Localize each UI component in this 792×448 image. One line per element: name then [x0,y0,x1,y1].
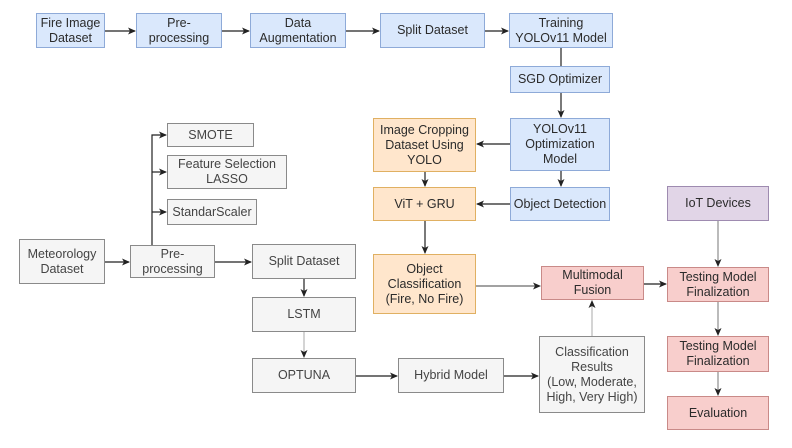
node-image-preprocessing: Pre- processing [136,13,222,48]
node-fire-image-dataset: Fire Image Dataset [36,13,105,48]
node-feature-selection: Feature Selection LASSO [167,155,287,189]
node-data-augmentation: Data Augmentation [250,13,346,48]
node-optuna: OPTUNA [252,358,356,393]
node-hybrid-model: Hybrid Model [398,358,504,393]
node-sgd-optimizer: SGD Optimizer [510,66,610,93]
node-meteorology-dataset: Meteorology Dataset [19,239,105,284]
node-testing-model-1: Testing Model Finalization [667,267,769,302]
node-object-detection: Object Detection [510,187,610,221]
node-image-cropping: Image Cropping Dataset Using YOLO [373,118,476,172]
node-object-classification: Object Classification (Fire, No Fire) [373,254,476,314]
node-classification-results: Classification Results (Low, Moderate, H… [539,336,645,413]
node-meteo-preprocessing: Pre- processing [130,245,215,278]
node-image-split-dataset: Split Dataset [380,13,485,48]
node-lstm: LSTM [252,297,356,332]
node-training-yolo: Training YOLOv11 Model [509,13,613,48]
node-multimodal-fusion: Multimodal Fusion [541,266,644,300]
node-vit-gru: ViT + GRU [373,187,476,221]
node-iot-devices: IoT Devices [667,186,769,221]
node-evaluation: Evaluation [667,396,769,430]
node-yolo-optimization: YOLOv11 Optimization Model [510,118,610,171]
node-meteo-split-dataset: Split Dataset [252,244,356,279]
node-testing-model-2: Testing Model Finalization [667,336,769,372]
edge-preproc-branch [151,131,167,245]
node-smote: SMOTE [167,123,254,147]
node-standard-scaler: StandarScaler [167,199,257,225]
